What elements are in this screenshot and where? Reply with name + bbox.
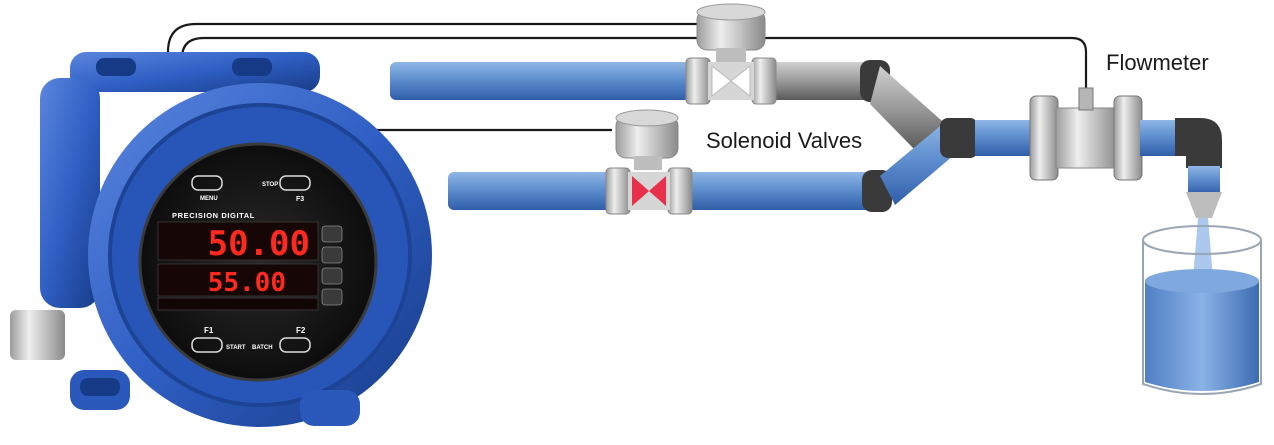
svg-text:F2: F2 xyxy=(296,326,306,335)
menu-button[interactable]: MENU xyxy=(191,175,223,202)
display-bottom-value: 55.00 xyxy=(208,268,286,298)
brand-label: PRECISION DIGITAL xyxy=(172,211,255,220)
display-top-value: 50.00 xyxy=(208,224,310,264)
solenoid-valve-open xyxy=(685,3,777,105)
f2-batch-button[interactable]: F2 BATCH xyxy=(252,326,311,353)
valve-open-indicator xyxy=(711,64,751,98)
svg-text:BATCH: BATCH xyxy=(252,345,273,351)
flowmeter-label: Flowmeter xyxy=(1106,50,1209,75)
side-keypad[interactable] xyxy=(321,225,343,306)
display-top: 50.00 xyxy=(157,221,319,264)
display-bottom: 55.00 xyxy=(157,263,319,298)
display-status-bar xyxy=(157,297,319,311)
svg-text:START: START xyxy=(226,345,246,351)
manifold-pipe xyxy=(940,118,1045,158)
f3-stop-button[interactable]: STOP F3 xyxy=(262,175,311,203)
svg-text:F1: F1 xyxy=(204,326,214,335)
signal-wires xyxy=(166,22,1088,132)
svg-text:MENU: MENU xyxy=(200,196,218,202)
upper-pipe xyxy=(390,60,950,150)
solenoid-valves-label: Solenoid Valves xyxy=(706,128,863,153)
solenoid-valve-closed xyxy=(605,109,693,215)
f1-start-button[interactable]: F1 START xyxy=(191,326,246,353)
lower-pipe xyxy=(448,122,960,212)
valve-closed-indicator xyxy=(632,176,666,206)
outlet-pipe xyxy=(1140,118,1222,218)
flowmeter xyxy=(1029,87,1143,181)
svg-text:F3: F3 xyxy=(296,196,304,203)
svg-text:STOP: STOP xyxy=(262,182,278,188)
beaker xyxy=(1142,218,1262,395)
